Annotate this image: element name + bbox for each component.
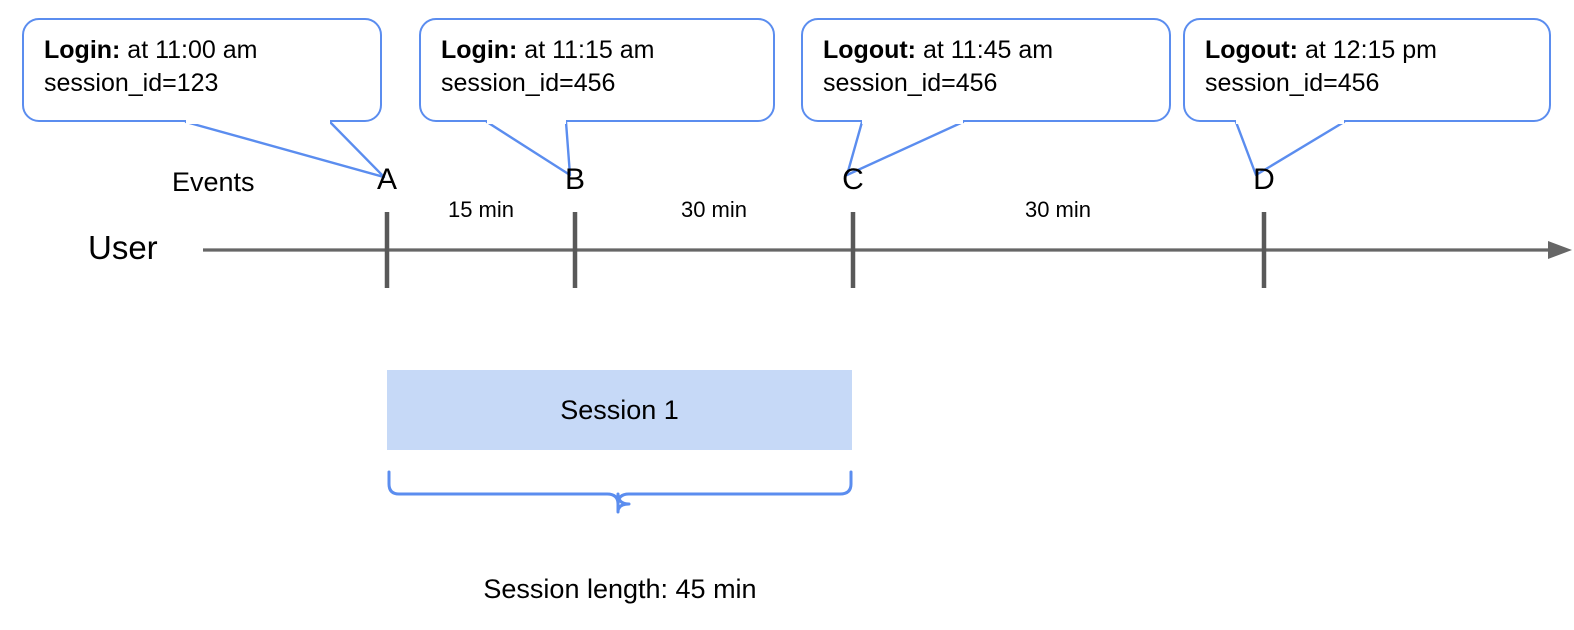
callout-c-bold: Logout: xyxy=(823,36,917,64)
callout-b-time: at 11:15 am xyxy=(517,36,655,64)
callout-d-line1: Logout: at 12:15 pm xyxy=(1205,34,1531,67)
callout-a-time: at 11:00 am xyxy=(120,36,258,64)
event-label-b: B xyxy=(564,163,585,196)
callout-b: Login: at 11:15 am session_id=456 xyxy=(419,18,775,122)
interval-label-ab: 15 min xyxy=(447,197,515,222)
session-brace xyxy=(387,470,853,514)
callout-a-line2: session_id=123 xyxy=(44,68,219,97)
timeline-axis xyxy=(203,241,1572,259)
callout-a-line1: Login: at 11:00 am xyxy=(44,34,362,67)
session-length-label: Session length: 45 min xyxy=(483,574,757,604)
user-row-label: User xyxy=(88,229,158,266)
callout-b-line1: Login: at 11:15 am xyxy=(441,34,755,67)
event-label-c: C xyxy=(842,163,864,196)
callout-c: Logout: at 11:45 am session_id=456 xyxy=(801,18,1171,122)
callout-c-line1: Logout: at 11:45 am xyxy=(823,34,1151,67)
callout-c-time: at 11:45 am xyxy=(916,36,1054,64)
callout-a-bold: Login: xyxy=(44,36,121,64)
interval-label-cd: 30 min xyxy=(1024,197,1092,222)
event-label-a: A xyxy=(376,163,397,196)
callout-b-bold: Login: xyxy=(441,36,518,64)
callout-d-bold: Logout: xyxy=(1205,36,1299,64)
callout-b-line2: session_id=456 xyxy=(441,68,616,97)
callout-a: Login: at 11:00 am session_id=123 xyxy=(22,18,382,122)
callout-d: Logout: at 12:15 pm session_id=456 xyxy=(1183,18,1551,122)
events-row-label: Events xyxy=(172,167,255,197)
callout-d-line2: session_id=456 xyxy=(1205,68,1380,97)
session-bar: Session 1 xyxy=(387,370,852,450)
event-label-d: D xyxy=(1253,163,1275,196)
interval-label-bc: 30 min xyxy=(680,197,748,222)
callout-c-line2: session_id=456 xyxy=(823,68,998,97)
callout-d-time: at 12:15 pm xyxy=(1298,36,1437,64)
session-bar-label: Session 1 xyxy=(560,394,679,425)
